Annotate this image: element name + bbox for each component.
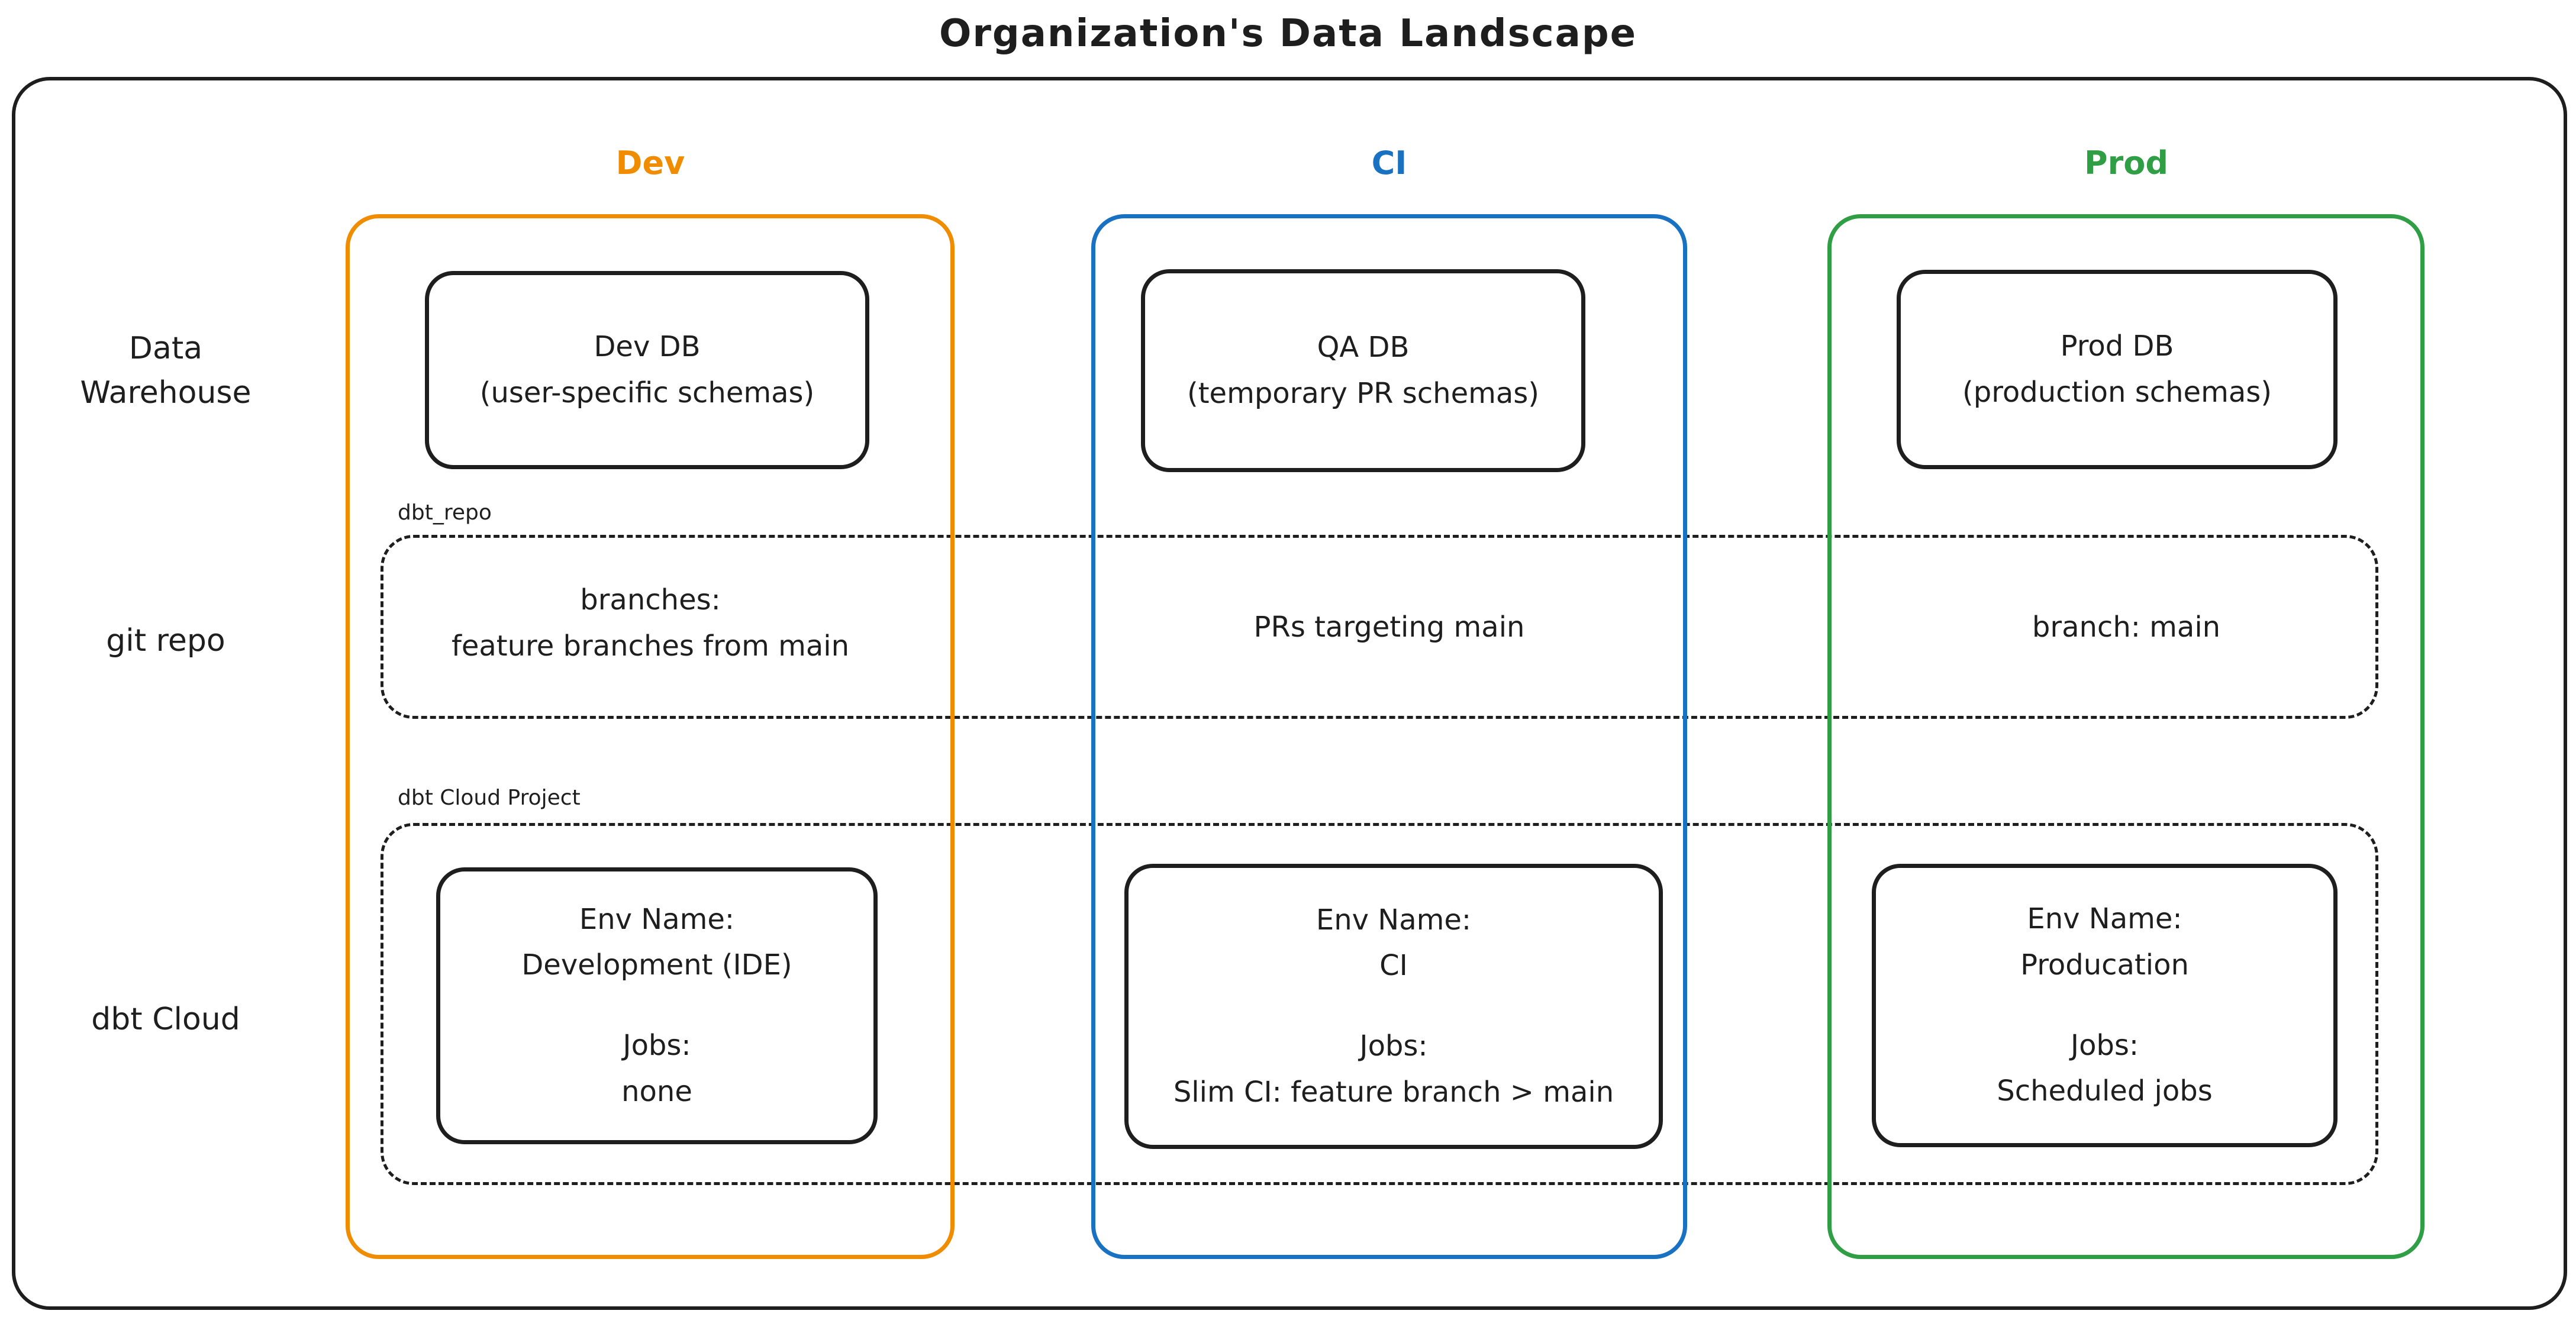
column-header-ci: CI — [1371, 144, 1407, 182]
diagram-title: Organization's Data Landscape — [939, 12, 1637, 56]
dev-db-box: Dev DB (user-specific schemas) — [425, 271, 869, 469]
column-box-ci — [1091, 214, 1687, 1259]
jobs-value: Slim CI: feature branch > main — [1173, 1075, 1614, 1109]
outer-frame — [12, 77, 2567, 1310]
jobs-label: Jobs: — [1359, 1029, 1428, 1063]
git-repo-dashed-box — [381, 535, 2378, 719]
row-label-git-repo: git repo — [106, 623, 225, 658]
git-prs-ci-text: PRs targeting main — [1253, 611, 1525, 644]
env-box-dev: Env Name: Development (IDE) Jobs: none — [436, 867, 878, 1144]
dbt-cloud-project-dashed-box — [381, 823, 2378, 1185]
dev-db-name: Dev DB — [594, 330, 701, 363]
row-label-dbt-cloud: dbt Cloud — [91, 1002, 240, 1037]
dbt-cloud-project-box-label: dbt Cloud Project — [398, 786, 581, 810]
env-box-prod: Env Name: Producation Jobs: Scheduled jo… — [1872, 864, 2338, 1147]
env-name-value: Development (IDE) — [521, 948, 792, 982]
column-box-prod — [1827, 214, 2425, 1259]
qa-db-box: QA DB (temporary PR schemas) — [1141, 269, 1585, 472]
jobs-label: Jobs: — [2070, 1028, 2139, 1062]
env-name-value: CI — [1379, 949, 1408, 983]
row-label-data-warehouse: Data Warehouse — [80, 331, 252, 411]
qa-db-note: (temporary PR schemas) — [1187, 376, 1540, 410]
env-box-ci: Env Name: CI Jobs: Slim CI: feature bran… — [1124, 864, 1663, 1149]
env-name-label: Env Name: — [2027, 902, 2182, 935]
git-repo-box-label: dbt_repo — [398, 501, 492, 525]
env-name-value: Producation — [2020, 948, 2189, 982]
prod-db-note: (production schemas) — [1962, 375, 2272, 409]
env-name-label: Env Name: — [1316, 903, 1472, 937]
jobs-value: Scheduled jobs — [1997, 1074, 2213, 1108]
qa-db-name: QA DB — [1317, 330, 1410, 364]
column-header-prod: Prod — [2084, 144, 2168, 182]
prod-db-box: Prod DB (production schemas) — [1897, 270, 2338, 469]
jobs-value: none — [621, 1074, 692, 1108]
prod-db-name: Prod DB — [2060, 329, 2174, 363]
env-name-label: Env Name: — [579, 902, 735, 936]
dev-db-note: (user-specific schemas) — [479, 376, 815, 409]
column-header-dev: Dev — [615, 144, 685, 182]
jobs-label: Jobs: — [623, 1029, 691, 1062]
column-box-dev — [346, 214, 955, 1259]
git-branches-dev-text: branches: feature branches from main — [451, 583, 850, 663]
git-branch-prod-text: branch: main — [2032, 611, 2221, 644]
